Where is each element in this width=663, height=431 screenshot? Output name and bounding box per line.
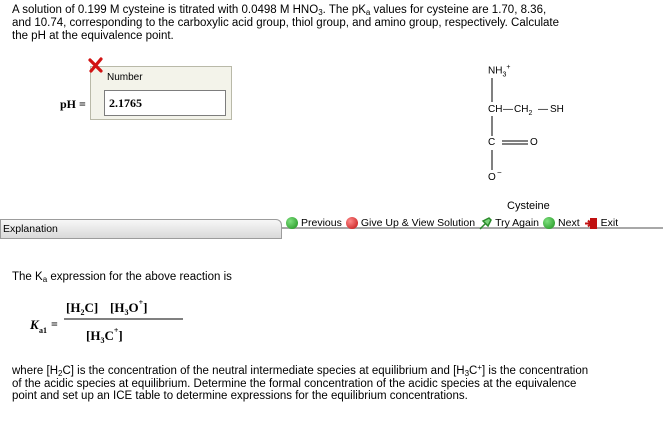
bracket-h: [H	[86, 328, 100, 343]
subscript: 3	[464, 369, 470, 378]
try-again-label: Try Again	[495, 217, 540, 229]
nh3-group: NH3+	[488, 64, 510, 78]
bond: —	[503, 104, 513, 115]
superscript: +	[477, 363, 483, 372]
text: C	[469, 365, 478, 377]
nav-toolbar: Previous Give Up & View Solution Try Aga…	[286, 214, 618, 232]
text: where [H	[12, 365, 59, 377]
subscript: a	[365, 8, 371, 17]
next-button[interactable]: Next	[543, 217, 580, 229]
ph-answer-input[interactable]: 2.1765	[104, 90, 226, 116]
give-up-icon	[345, 217, 358, 229]
subscript: 2	[528, 110, 533, 117]
question-line: A solution of 0.199 M cysteine is titrat…	[12, 4, 319, 16]
c-atom: C	[104, 328, 113, 343]
carbonyl-carbon: C	[488, 137, 496, 148]
superscript: +	[506, 64, 511, 71]
give-up-label: Give Up & View Solution	[360, 217, 476, 229]
explanation-body: where [H2C] is the concentration of the …	[12, 363, 652, 403]
answer-box-title: Number	[107, 72, 143, 83]
carboxylate-oxygen: O	[488, 172, 496, 183]
ch-atom: CH	[488, 104, 503, 115]
subscript: 2	[58, 369, 63, 378]
numerator-h2c: [H2C]	[66, 300, 98, 317]
text: expression for the above reaction is	[47, 271, 232, 283]
question-line: the pH at the equivalence point.	[12, 30, 174, 42]
previous-label: Previous	[301, 217, 342, 229]
c-bracket: C]	[84, 300, 98, 315]
superscript: +	[114, 326, 119, 335]
bracket-h: [H	[110, 300, 124, 315]
subscript: a	[42, 275, 48, 284]
superscript: +	[139, 298, 144, 307]
ka-subscript: a1	[39, 326, 47, 335]
exit-button[interactable]: Exit	[584, 217, 619, 230]
question-line: values for cysteine are 1.70, 8.36,	[370, 4, 547, 16]
atom-label: NH	[488, 65, 503, 77]
ch2-group: CH2	[514, 104, 532, 117]
text: point and set up an ICE table to determi…	[12, 390, 468, 402]
question-line: . The pK	[322, 4, 366, 16]
subscript: 3	[318, 8, 323, 17]
give-up-button[interactable]: Give Up & View Solution	[345, 217, 476, 229]
question-line: and 10.74, corresponding to the carboxyl…	[12, 17, 560, 29]
molecule-name: Cysteine	[507, 200, 550, 212]
previous-arrow-icon	[286, 217, 298, 229]
incorrect-x-icon	[88, 57, 103, 73]
subscript: 3	[100, 336, 104, 345]
equals-sign: =	[51, 317, 58, 331]
numerator-h3o: [H3O+]	[110, 298, 147, 317]
ka-symbol: K	[29, 317, 40, 332]
subscript: 2	[80, 308, 84, 317]
o-atom: O	[128, 300, 138, 315]
toolbar-divider	[0, 227, 663, 229]
text: C] is the concentration of the neutral i…	[62, 365, 465, 377]
ka-expression: K a1 = [H2C] [H3O+] [H3C+]	[29, 298, 183, 345]
carbonyl-oxygen: O	[530, 137, 538, 148]
sh-atom: SH	[550, 104, 564, 115]
next-arrow-icon	[543, 217, 556, 229]
bond: —	[538, 104, 548, 115]
denominator-h3c: [H3C+]	[86, 326, 123, 345]
charge-minus: −	[497, 168, 502, 177]
tab-explanation[interactable]: Explanation	[0, 219, 282, 239]
explanation-intro: The Ka expression for the above reaction…	[12, 271, 232, 284]
text: The K	[12, 271, 43, 283]
bracket-h: [H	[66, 300, 80, 315]
cysteine-structure: NH3+ CH — CH2 — SH C O O −	[470, 60, 600, 210]
bracket-close: ]	[143, 300, 147, 315]
exit-label: Exit	[600, 217, 619, 229]
subscript: 3	[502, 71, 507, 79]
bracket-close: ]	[118, 328, 122, 343]
bond-lines	[491, 78, 528, 170]
atom-label: CH	[514, 104, 529, 115]
try-again-icon	[479, 216, 492, 230]
exit-door-icon	[584, 217, 597, 229]
text: of the acidic species at equilibrium. De…	[12, 377, 577, 390]
question-text: A solution of 0.199 M cysteine is titrat…	[12, 4, 652, 43]
next-label: Next	[558, 217, 580, 229]
previous-button[interactable]: Previous	[286, 217, 342, 229]
ph-label: pH =	[60, 97, 86, 111]
text: ] is the concentration	[482, 365, 589, 377]
subscript: 3	[124, 308, 128, 317]
try-again-button[interactable]: Try Again	[479, 216, 540, 230]
